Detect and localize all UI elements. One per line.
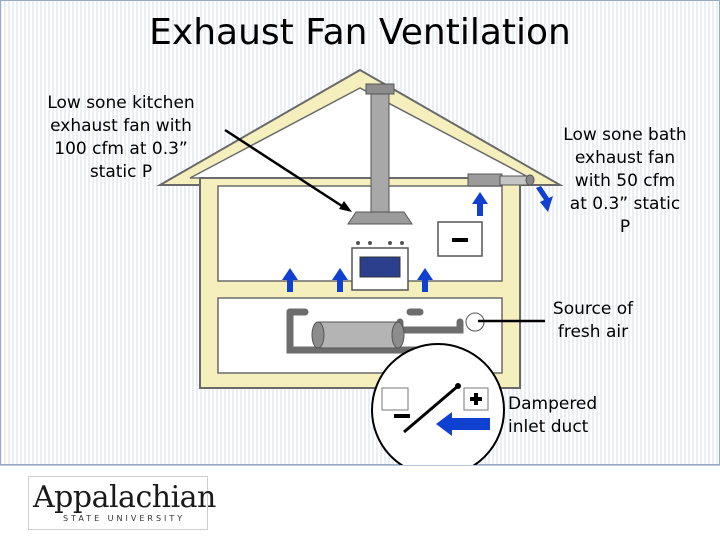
kitchen-label-line: exhaust fan with (50, 116, 192, 136)
kitchen-fan-label: Low sone kitchen exhaust fan with 100 cf… (26, 92, 216, 184)
house-roof (156, 68, 564, 186)
furnace-piping (286, 308, 464, 354)
house-ventilation-diagram (156, 68, 564, 465)
logo-subtitle: STATE UNIVERSITY (63, 514, 186, 523)
damper-callout (371, 343, 505, 465)
furnace (311, 312, 485, 349)
inlet-duct-label: Dampered inlet duct (508, 393, 612, 439)
negative-pressure-sign (437, 221, 483, 257)
stove (351, 241, 409, 291)
kitchen-label-line: static P (89, 162, 153, 182)
fresh-air-label-line: Source of (552, 299, 634, 319)
logo-wordmark: Appalachian (33, 480, 216, 515)
slide-number: 78 (661, 505, 679, 520)
kitchen-label-line: Low sone kitchen (47, 93, 195, 113)
pointer-lines (224, 128, 545, 323)
bath-label-line: P (619, 217, 631, 237)
bath-exhaust-fan (467, 173, 535, 187)
bath-label-line: with 50 cfm (574, 171, 676, 191)
inlet-label-line: inlet duct (508, 417, 589, 437)
bath-fan-label: Low sone bath exhaust fan with 50 cfm at… (550, 124, 700, 239)
bath-label-line: exhaust fan (574, 148, 676, 168)
airflow-arrows (282, 186, 553, 292)
fresh-air-label-line: fresh air (557, 322, 629, 342)
bath-label-line: at 0.3” static (569, 194, 681, 214)
inlet-label-line: Dampered (508, 394, 598, 414)
fresh-air-label: Source of fresh air (540, 298, 646, 344)
kitchen-label-line: 100 cfm at 0.3” (54, 139, 188, 159)
bath-label-line: Low sone bath (563, 125, 687, 145)
kitchen-pointer-arrowhead (339, 201, 352, 212)
range-hood (347, 83, 413, 225)
university-logo: Appalachian STATE UNIVERSITY (28, 476, 216, 530)
slide-title: Exhaust Fan Ventilation (149, 12, 571, 53)
